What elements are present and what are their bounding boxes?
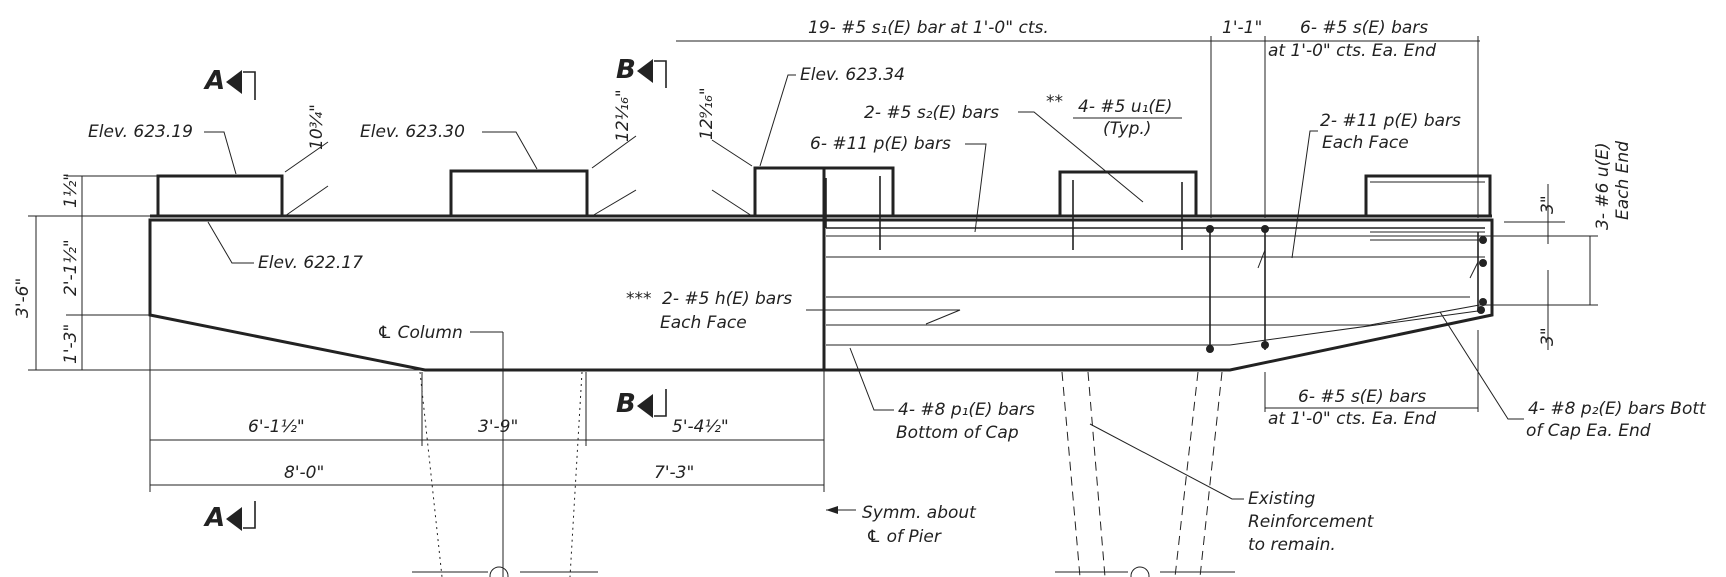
dim-3-9: 3'-9": [478, 417, 518, 437]
existing-label-3: to remain.: [1248, 535, 1336, 555]
elev-label-4: Elev. 622.17: [258, 253, 363, 273]
s-bars-top-sub: at 1'-0" cts. Ea. End: [1268, 41, 1436, 61]
pedestal-1: [156, 174, 284, 218]
section-b-bottom-label: B: [616, 389, 636, 419]
s-bars-top-label: 6- #5 s(E) bars: [1300, 18, 1428, 38]
symm-sub: ℄ of Pier: [866, 527, 942, 547]
section-a-top-label: A: [203, 66, 225, 96]
u1-typ-label: (Typ.): [1103, 119, 1151, 139]
p-bars-2-sub: Each Face: [1322, 133, 1409, 153]
dim-10-3-4: 10¾": [307, 104, 327, 150]
s-bars-bot-label: 6- #5 s(E) bars: [1298, 387, 1426, 407]
p1-bars-label: 4- #8 p₁(E) bars: [898, 400, 1035, 420]
p1-bars-sub: Bottom of Cap: [896, 423, 1019, 443]
dim-1-3: 1'-3": [61, 324, 81, 364]
dim-8-0: 8'-0": [284, 463, 324, 483]
pedestal-5: [1364, 174, 1492, 218]
p2-bars-sub: of Cap Ea. End: [1526, 421, 1651, 441]
section-a-top: A: [203, 66, 256, 100]
h-bars-mark: ***: [626, 289, 652, 309]
u1-mark: **: [1046, 92, 1063, 112]
h-bars-label: 2- #5 h(E) bars: [662, 289, 792, 309]
u1-bars-label: 4- #5 u₁(E): [1078, 97, 1172, 117]
dim-12-9-16: 12⁹⁄₁₆": [697, 87, 717, 140]
pedestal-3: [753, 166, 895, 218]
dim-5-4-half: 5'-4½": [672, 417, 729, 437]
cap-outline: [148, 218, 1494, 372]
dim-7-3: 7'-3": [654, 463, 694, 483]
p-bars-2-label: 2- #11 p(E) bars: [1320, 111, 1461, 131]
elev-label-1: Elev. 623.19: [88, 122, 193, 142]
s1-bars-label: 19- #5 s₁(E) bar at 1'-0" cts.: [808, 18, 1049, 38]
section-b-top: B: [616, 55, 667, 88]
pedestal-4: [1058, 170, 1198, 218]
columns: [412, 332, 1235, 577]
symm-label: Symm. about: [862, 503, 977, 523]
dim-1-half: 1½": [61, 173, 81, 208]
p2-bars-label: 4- #8 p₂(E) bars Bott: [1528, 399, 1707, 419]
u-bars-sub: Each End: [1613, 141, 1633, 220]
section-a-bottom: A: [203, 501, 256, 533]
section-a-bottom-label: A: [203, 503, 225, 533]
p-bars-6-label: 6- #11 p(E) bars: [810, 134, 951, 154]
dim-3-6: 3'-6": [13, 278, 33, 318]
u-bars-label: 3- #6 u(E): [1593, 142, 1613, 230]
section-b-top-label: B: [616, 55, 636, 85]
pedestal-2: [449, 169, 589, 218]
h-bars-sub: Each Face: [660, 313, 747, 333]
dim-12-1-16: 12¹⁄₁₆": [613, 89, 633, 142]
dim-1-1: 1'-1": [1222, 18, 1262, 38]
dim-2-1-half: 2'-1½": [61, 239, 81, 296]
reinforcement: [825, 176, 1487, 353]
s-bars-bot-sub: at 1'-0" cts. Ea. End: [1268, 409, 1436, 429]
elev-label-3: Elev. 623.34: [800, 65, 905, 85]
existing-label: Existing: [1248, 489, 1316, 509]
dim-6-1-half: 6'-1½": [248, 417, 305, 437]
section-b-bottom: B: [616, 389, 667, 419]
column-label: ℄ Column: [377, 323, 463, 343]
elev-label-2: Elev. 623.30: [360, 122, 465, 142]
existing-label-2: Reinforcement: [1248, 512, 1375, 532]
s2-bars-label: 2- #5 s₂(E) bars: [864, 103, 999, 123]
